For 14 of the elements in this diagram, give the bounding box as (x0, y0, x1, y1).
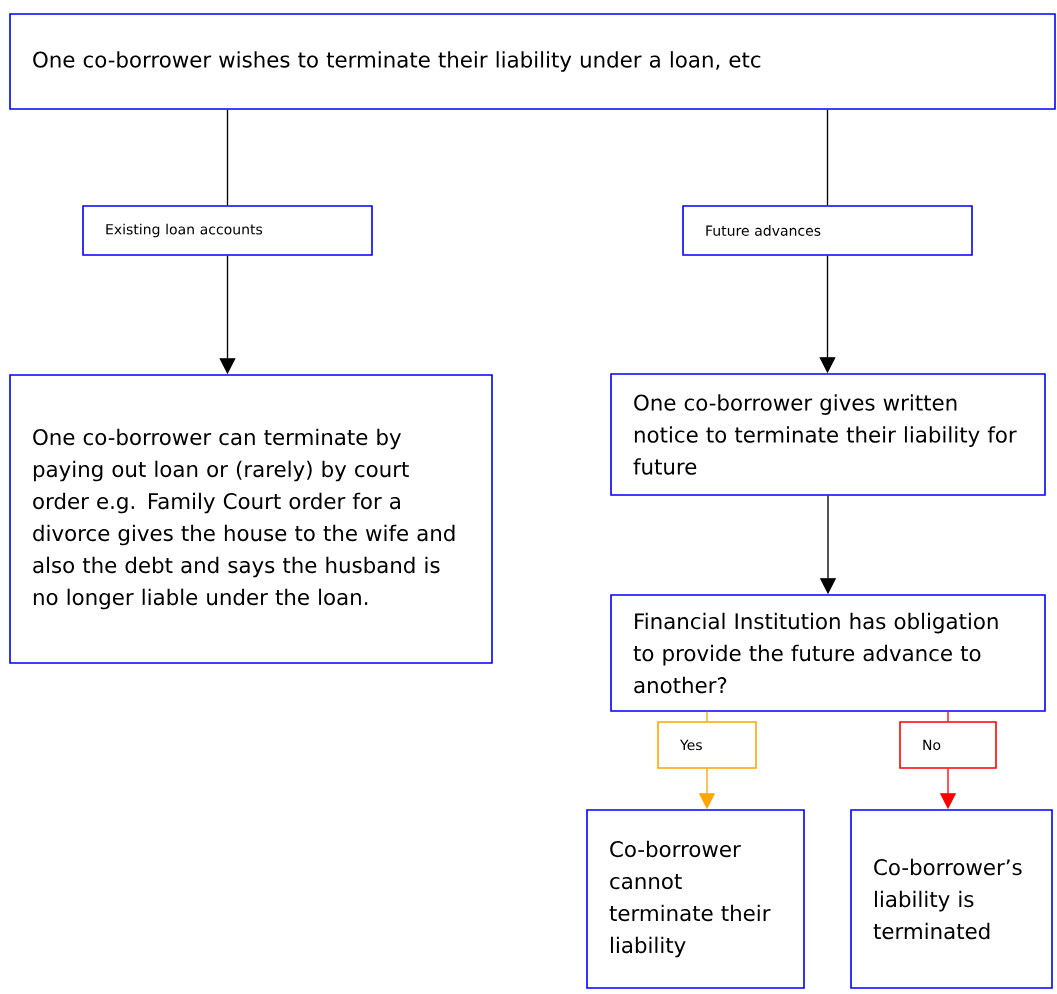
connector-line (947, 711, 949, 722)
answer-box: No (899, 721, 997, 769)
outcome-box: Co-borrower’s liability is terminated (850, 809, 1053, 989)
process-box: One co-borrower gives written notice to terminate their liability for future (610, 373, 1046, 496)
connector-line (706, 711, 708, 722)
branch-box: Future advances (682, 205, 973, 256)
branch-box: Existing loan accounts (82, 205, 373, 256)
connector-line (226, 109, 229, 206)
process-box: One co-borrower can terminate by paying out loan or (rarely) by court order e.g. Family Court order for a divorce gives the house to the wife and also the debt and says the husband is no longer liable under the loan. (9, 374, 493, 664)
decision-box: Financial Institution has obligation to provide the future advance to another? (610, 594, 1046, 712)
connector-line (826, 109, 829, 206)
outcome-box: Co-borrower cannot terminate their liability (586, 809, 805, 989)
process-box: One co-borrower wishes to terminate their liability under a loan, etc (9, 13, 1056, 110)
answer-box: Yes (657, 721, 757, 769)
